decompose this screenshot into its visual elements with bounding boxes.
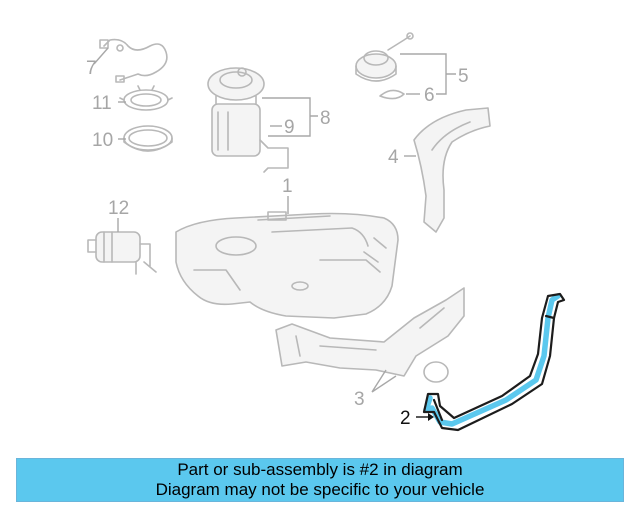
- banner-line-2: Diagram may not be specific to your vehi…: [155, 480, 485, 499]
- part-12-fuel-filter: [87, 231, 157, 275]
- callout-12: 12: [108, 198, 129, 219]
- callout-2: 2: [400, 408, 411, 429]
- callout-1: 1: [282, 176, 293, 197]
- part-10-seal: [123, 125, 173, 152]
- info-banner: Part or sub-assembly is #2 in diagram Di…: [16, 458, 624, 502]
- part-3-heat-shield: [275, 287, 465, 383]
- callout-7: 7: [86, 58, 97, 79]
- callout-11: 11: [92, 93, 112, 114]
- callout-9: 9: [284, 117, 295, 138]
- callout-3: 3: [354, 389, 365, 410]
- part-1-fuel-tank: [175, 211, 399, 319]
- callout-8: 8: [320, 108, 331, 129]
- parts-diagram: 7 11 10 12 8 9: [86, 32, 566, 432]
- callout-5: 5: [458, 66, 469, 87]
- part-8-fuel-pump-module: [207, 67, 289, 173]
- part-2-tank-strap: [422, 292, 566, 432]
- part-6-gasket: [379, 89, 405, 100]
- banner-line-1: Part or sub-assembly is #2 in diagram: [177, 460, 463, 479]
- callout-6: 6: [424, 85, 435, 106]
- part-4-shield: [413, 107, 491, 233]
- callout-10: 10: [92, 130, 113, 151]
- part-7-wiring-harness: [99, 38, 168, 83]
- part-5-filler-cap: [355, 32, 414, 82]
- part-11-lock-ring: [119, 85, 173, 111]
- callout-4: 4: [388, 147, 399, 168]
